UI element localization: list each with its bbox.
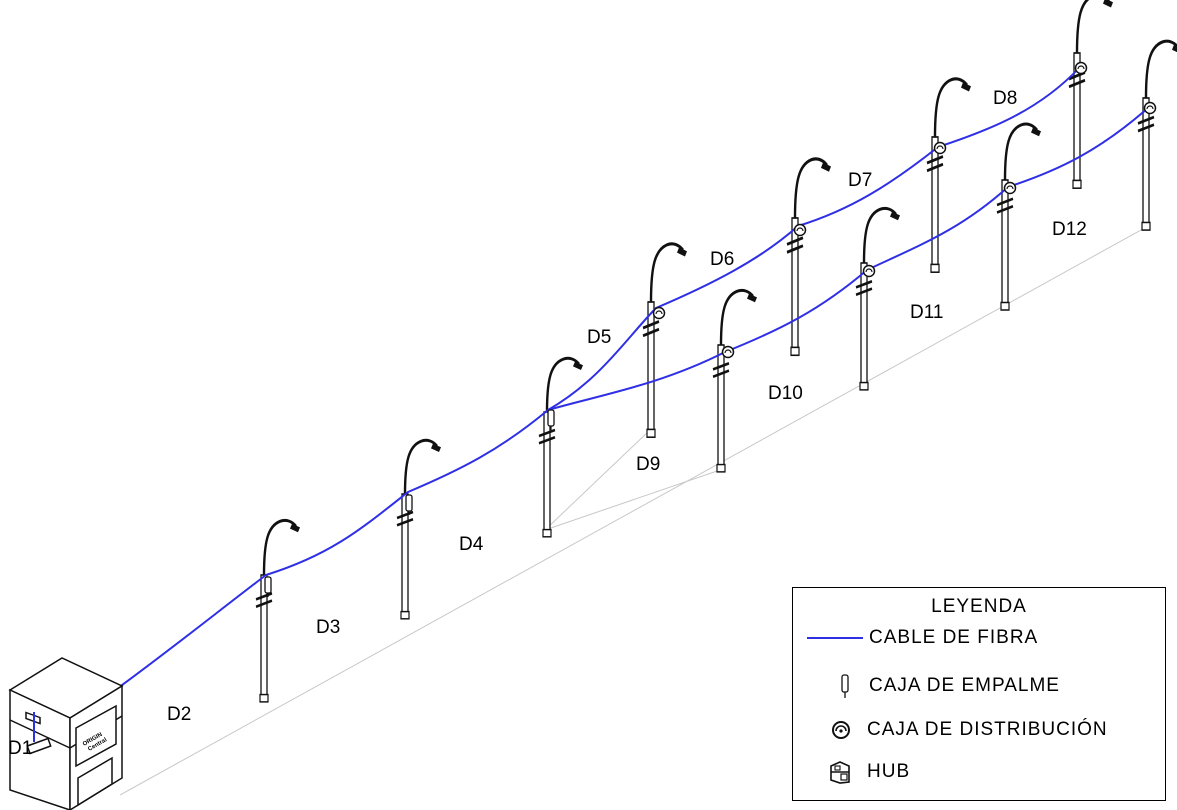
pole-icon <box>395 438 443 621</box>
distribution-box-icon <box>1143 101 1157 115</box>
distribution-box-icon <box>1003 181 1017 195</box>
segment-label: D2 <box>167 704 191 725</box>
segment-label: D10 <box>768 383 803 404</box>
legend-item-label: HUB <box>867 761 911 782</box>
distribution-box-icon <box>793 223 807 237</box>
hub-building <box>8 657 124 810</box>
pole-icon <box>1136 39 1177 232</box>
legend-box: LEYENDA CABLE DE FIBRA CAJA DE EMPALME C… <box>792 587 1166 801</box>
pole-icon <box>254 518 302 704</box>
fiber-line-icon <box>793 624 863 652</box>
legend-item-distribution: CAJA DE DISTRIBUCIÓN <box>793 716 1108 744</box>
legend-item-label: CABLE DE FIBRA <box>869 627 1039 648</box>
splice-box-icon <box>793 672 851 700</box>
distribution-box-icon <box>652 306 666 320</box>
pole-icon <box>925 77 973 274</box>
distribution-box-icon <box>1074 61 1088 75</box>
hub-cabinet-icon <box>793 758 851 786</box>
legend-item-label: CAJA DE DISTRIBUCIÓN <box>867 719 1108 740</box>
distribution-box-icon <box>933 141 947 155</box>
pole-icon <box>537 356 585 539</box>
legend-item-label: CAJA DE EMPALME <box>869 675 1060 696</box>
legend-item-hub: HUB <box>793 758 910 786</box>
ground-lines <box>119 224 1151 796</box>
segment-label: D9 <box>636 454 660 475</box>
legend-item-splice: CAJA DE EMPALME <box>793 672 1060 700</box>
segment-label: D12 <box>1052 219 1087 240</box>
pole-icon <box>995 122 1043 312</box>
distribution-box-icon <box>721 345 735 359</box>
segment-label: D8 <box>993 88 1017 109</box>
legend-title: LEYENDA <box>931 596 1027 617</box>
segment-label: D6 <box>710 249 734 270</box>
pole-icon <box>785 157 833 357</box>
segment-label: D4 <box>459 534 484 555</box>
segment-label: D11 <box>910 302 943 323</box>
pole-icon <box>641 242 689 439</box>
pole-icon <box>711 288 759 474</box>
distribution-box-icon <box>862 264 876 278</box>
segment-label: D5 <box>587 327 611 348</box>
segment-label: D7 <box>848 170 872 191</box>
segment-label: D3 <box>316 617 340 638</box>
pole-icon <box>854 206 902 392</box>
distribution-box-icon <box>793 716 851 744</box>
segment-label: D1 <box>8 738 32 759</box>
legend-item-fiber: CABLE DE FIBRA <box>793 624 1038 652</box>
segment-labels: D1 D2 D3 D4 D5 D6 D7 D8 D9 D10 D11 D12 <box>8 88 1087 759</box>
